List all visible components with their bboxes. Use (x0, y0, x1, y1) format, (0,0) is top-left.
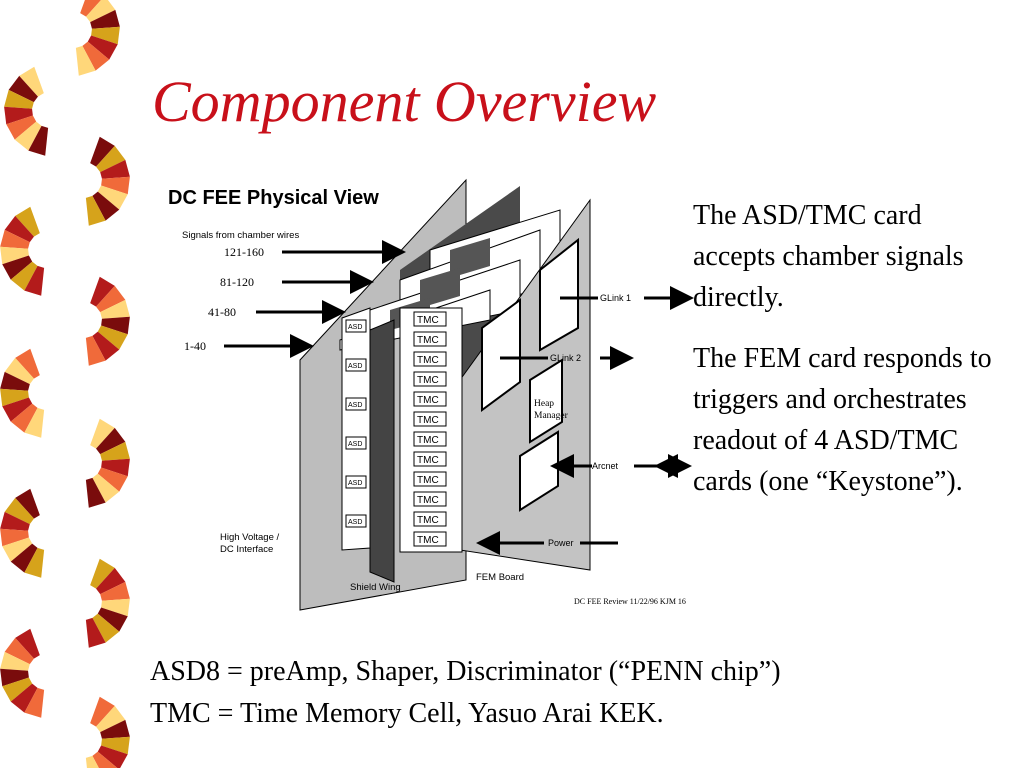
channel-arrows (224, 240, 406, 358)
svg-text:TMC: TMC (417, 455, 439, 466)
asd-chip: ASD (345, 436, 367, 450)
fem-board-label: FEM Board (476, 572, 524, 583)
tmc-chip: TMC (413, 351, 447, 367)
svg-text:ASD: ASD (348, 441, 362, 448)
decorative-border (0, 0, 130, 768)
asd-chip: ASD (345, 514, 367, 528)
slide-title: Component Overview (152, 69, 657, 134)
svg-text:TMC: TMC (417, 495, 439, 506)
svg-text:TMC: TMC (417, 435, 439, 446)
tmc-chip: TMC (413, 311, 447, 327)
tmc-chip: TMC (413, 391, 447, 407)
pinwheel-ornament (85, 276, 130, 366)
asd-tmc-description: The ASD/TMC card accepts chamber signals… (693, 200, 964, 313)
asd-chip: ASD (345, 475, 367, 489)
glink2-label: GLink 2 (550, 353, 581, 363)
channel-label-121-160: 121-160 (224, 245, 264, 259)
channel-label-41-80: 41-80 (208, 305, 236, 319)
diagram-heading: DC FEE Physical View (168, 187, 379, 209)
pinwheel-ornament (85, 696, 130, 768)
heap-manager-label: Heap Manager (534, 399, 569, 421)
svg-text:TMC: TMC (417, 315, 439, 326)
svg-text:ASD: ASD (348, 324, 362, 331)
arcnet-label: Arcnet (592, 461, 619, 471)
channel-label-1-40: 1-40 (184, 339, 206, 353)
tmc-chip: TMC (413, 411, 447, 427)
tmc-chip: TMC (413, 371, 447, 387)
pinwheel-ornament (0, 206, 45, 296)
tmc-chip: TMC (413, 511, 447, 527)
svg-text:TMC: TMC (417, 375, 439, 386)
tmc-chip: TMC (413, 331, 447, 347)
svg-text:TMC: TMC (417, 515, 439, 526)
svg-text:TMC: TMC (417, 415, 439, 426)
shield-wing-label: Shield Wing (350, 582, 401, 593)
fem-description: The FEM card responds to triggers and or… (693, 343, 992, 497)
tmc-chips: TMC TMC TMC TMC TMC TMC TMC TMC TMC TMC TMC TMC (413, 311, 447, 547)
pinwheel-ornament (0, 488, 45, 578)
svg-text:TMC: TMC (417, 335, 439, 346)
tmc-chip: TMC (413, 431, 447, 447)
signals-label: Signals from chamber wires (182, 230, 299, 241)
pinwheel-ornament (85, 418, 130, 508)
pinwheel-ornament (0, 348, 45, 438)
dc-fee-physical-view-diagram: DC FEE Physical View Signals from chambe… (168, 178, 694, 611)
tmc-card (399, 307, 463, 553)
asd-chips: ASD ASD ASD ASD ASD ASD (345, 319, 367, 528)
tmc-chip: TMC (413, 491, 447, 507)
channel-label-81-120: 81-120 (220, 275, 254, 289)
tmc-definition: TMC = Time Memory Cell, Yasuo Arai KEK. (150, 698, 664, 729)
svg-text:ASD: ASD (348, 519, 362, 526)
diagram-footer: DC FEE Review 11/22/96 KJM 16 (574, 597, 686, 606)
asd-card (341, 307, 371, 551)
hv-label: High Voltage / DC Interface (220, 532, 282, 555)
svg-text:ASD: ASD (348, 363, 362, 370)
tmc-chip: TMC (413, 451, 447, 467)
svg-text:TMC: TMC (417, 535, 439, 546)
asd-chip: ASD (345, 397, 367, 411)
asd-chip: ASD (345, 319, 367, 333)
svg-text:TMC: TMC (417, 395, 439, 406)
pinwheel-ornament (75, 0, 120, 76)
tmc-chip: TMC (413, 471, 447, 487)
pinwheel-ornament (0, 628, 45, 718)
glink1-label: GLink 1 (600, 293, 631, 303)
svg-text:TMC: TMC (417, 475, 439, 486)
power-label: Power (548, 538, 574, 548)
svg-text:TMC: TMC (417, 355, 439, 366)
shield-wing (369, 319, 395, 583)
pinwheel-ornament (4, 66, 49, 156)
pinwheel-ornament (85, 558, 130, 648)
pinwheel-ornament (85, 136, 130, 226)
tmc-chip: TMC (413, 531, 447, 547)
svg-text:ASD: ASD (348, 480, 362, 487)
output-arrows (476, 286, 694, 555)
svg-text:ASD: ASD (348, 402, 362, 409)
asd8-definition: ASD8 = preAmp, Shaper, Discriminator (“P… (150, 656, 781, 687)
asd-chip: ASD (345, 358, 367, 372)
